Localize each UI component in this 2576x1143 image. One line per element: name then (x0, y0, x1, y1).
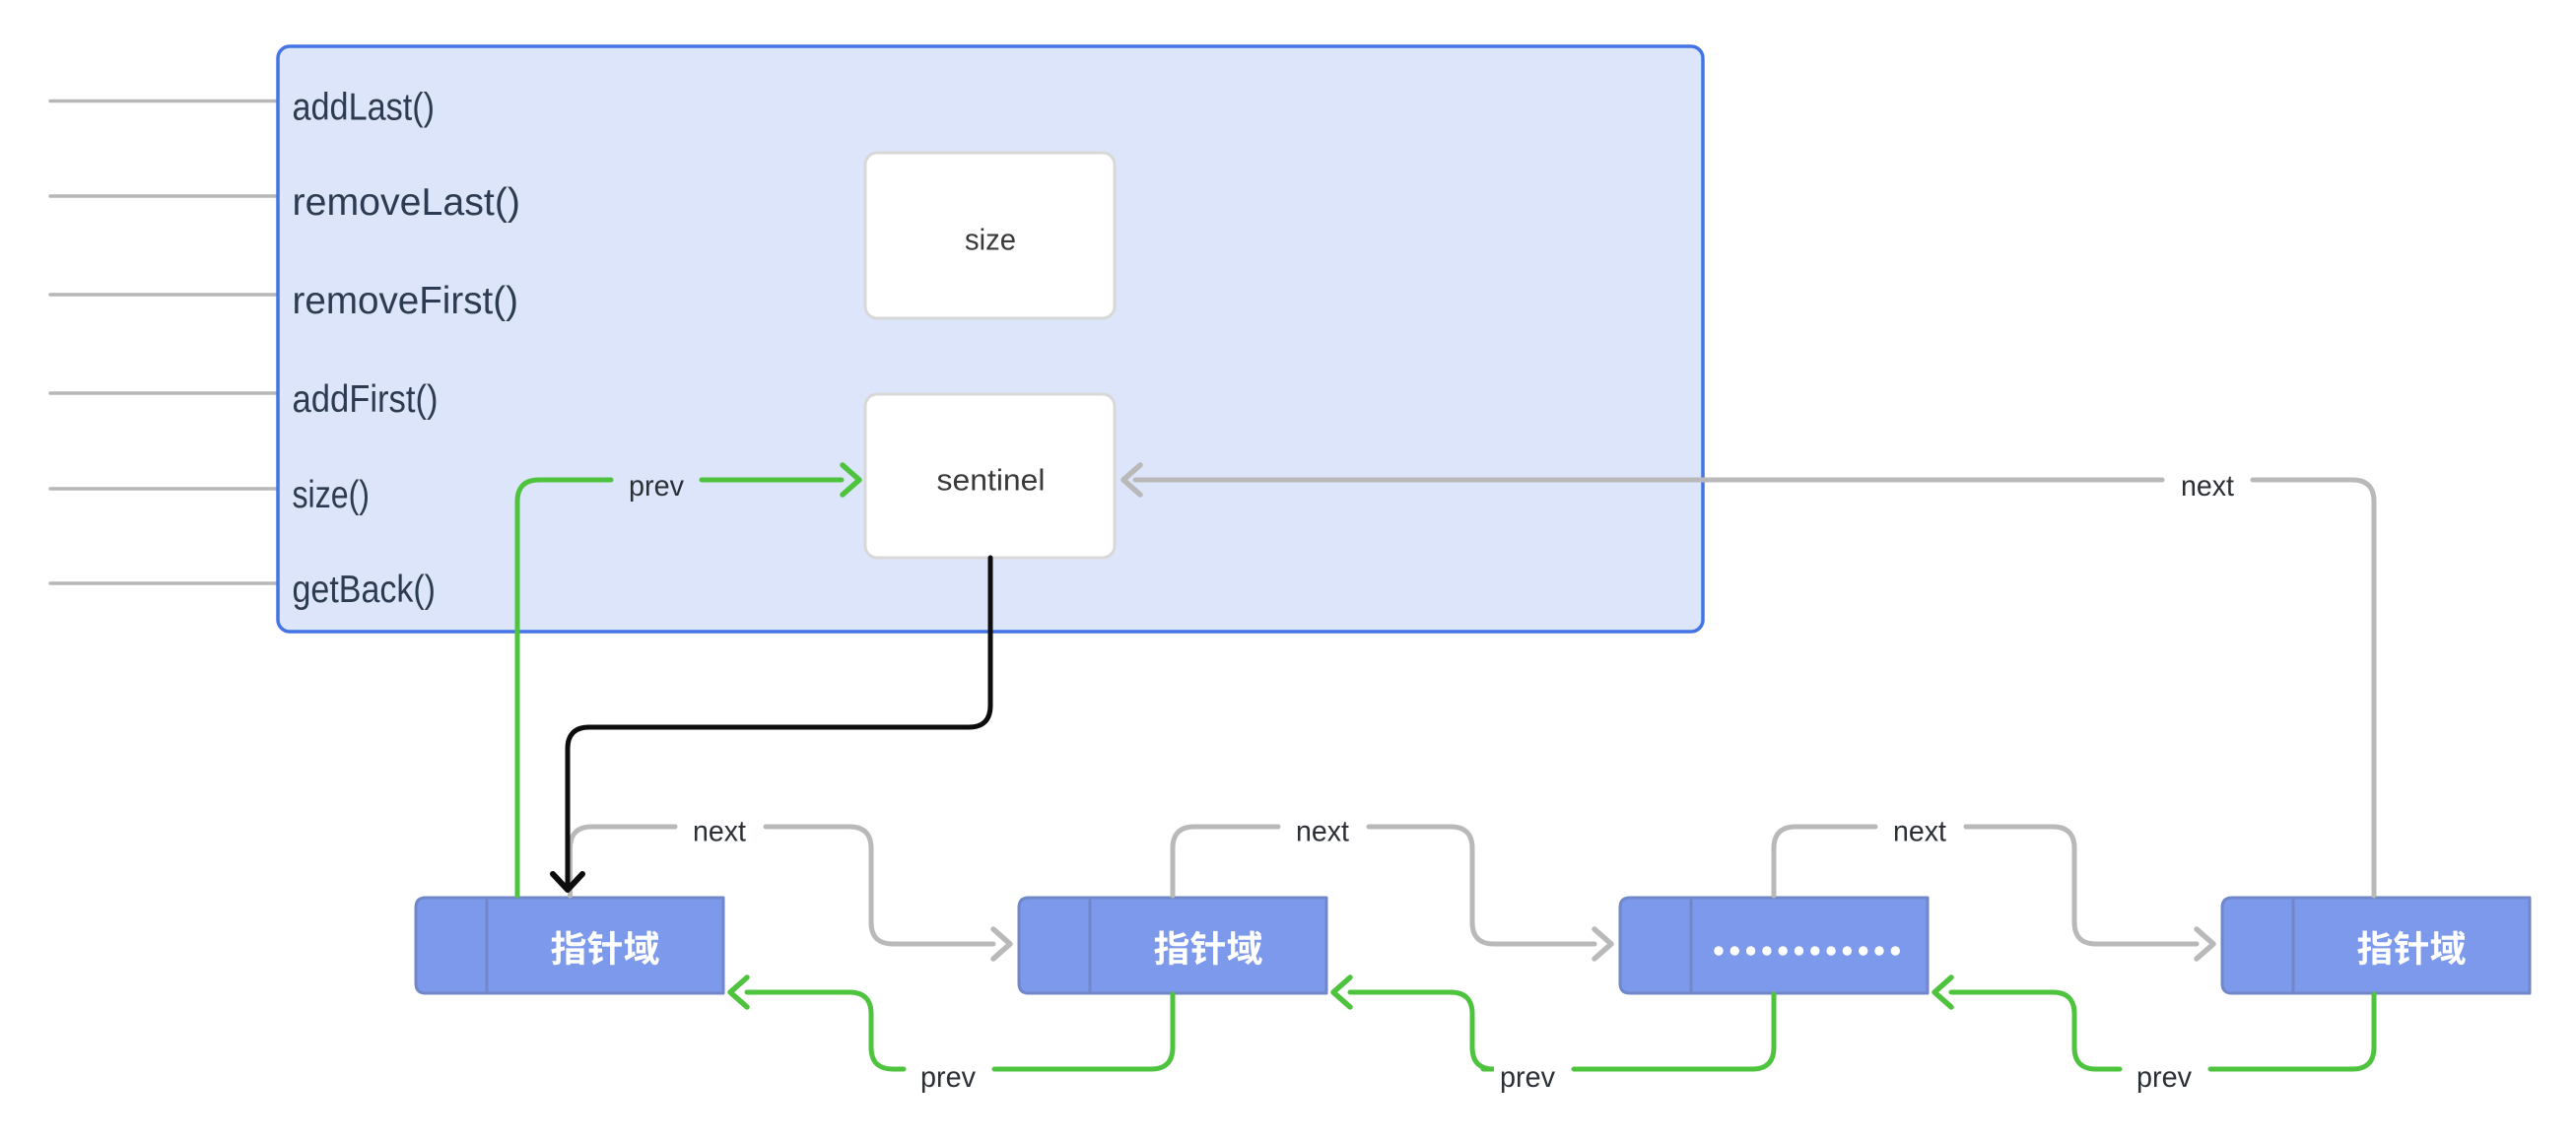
svg-text:prev: prev (920, 1061, 976, 1094)
svg-text:next: next (2181, 470, 2235, 503)
svg-text:size(): size() (293, 474, 371, 516)
svg-text:next: next (693, 816, 747, 848)
svg-text:addLast(): addLast() (293, 87, 436, 129)
svg-text:size: size (965, 223, 1016, 257)
svg-text:addFirst(): addFirst() (293, 378, 439, 421)
svg-text:next: next (1296, 816, 1350, 848)
svg-text:getBack(): getBack() (293, 569, 437, 611)
svg-text:prev: prev (2136, 1061, 2192, 1094)
svg-text:prev: prev (629, 470, 684, 503)
svg-text:sentinel: sentinel (937, 463, 1046, 498)
svg-text:prev: prev (1500, 1061, 1555, 1094)
svg-text:removeFirst(): removeFirst() (293, 280, 519, 322)
svg-text:next: next (1893, 816, 1947, 848)
svg-text:removeLast(): removeLast() (293, 181, 521, 224)
